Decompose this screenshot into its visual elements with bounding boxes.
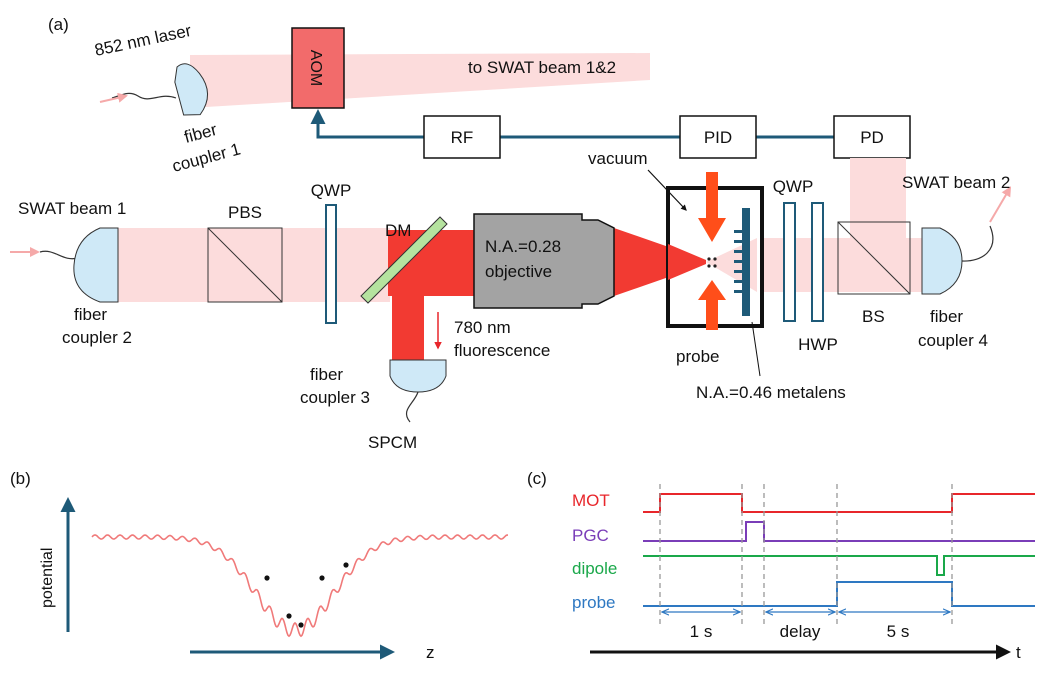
qwp-right — [783, 202, 796, 322]
signal-label-dipole: dipole — [572, 559, 617, 578]
signal-trace-dipole — [643, 555, 1035, 576]
objective-label-1: N.A.=0.28 — [485, 237, 561, 256]
dm-label: DM — [385, 221, 411, 240]
fiber-coupler-2-label-1: fiber — [74, 305, 107, 324]
bs-cube — [837, 221, 911, 295]
panel-a-label: (a) — [48, 15, 69, 34]
fiber-coupler-2 — [73, 227, 119, 303]
fiber-coupler-3-label-2: coupler 3 — [300, 388, 370, 407]
hwp-label: HWP — [798, 335, 838, 354]
potential-axis-label: potential — [39, 548, 56, 609]
pid-box — [679, 115, 757, 159]
control-line — [310, 109, 834, 139]
fluorescence-label-2: fluorescence — [454, 341, 550, 360]
objective-label-2: objective — [485, 262, 552, 281]
atom-dot-3 — [707, 264, 711, 268]
interval-label-delay: delay — [780, 622, 821, 641]
signal-label-mot: MOT — [572, 491, 610, 510]
trapped-atom — [343, 562, 349, 568]
fiber-coupler-1-label-1: fiber — [182, 120, 219, 147]
panel-a: (a) 852 nm laser fiber coupler 1 AOM to … — [10, 15, 1012, 452]
rf-box — [423, 115, 501, 159]
fluorescence-beam — [388, 230, 476, 362]
beam-main-left — [118, 228, 390, 302]
fiber-coupler-1 — [174, 63, 209, 116]
time-markers — [659, 484, 953, 628]
interval-label-1s: 1 s — [690, 622, 713, 641]
trapped-atom — [286, 613, 292, 619]
focused-beam-inside — [668, 244, 706, 280]
vacuum-pointer — [647, 169, 687, 211]
signal-trace-mot — [643, 493, 1035, 513]
spcm-label: SPCM — [368, 433, 417, 452]
bs-diagonal — [837, 221, 911, 295]
vacuum-label: vacuum — [588, 149, 648, 168]
aom-box — [291, 27, 345, 109]
signal-label-probe: probe — [572, 593, 615, 612]
pbs-label: PBS — [228, 203, 262, 222]
atom-dot-1 — [707, 257, 711, 261]
dichroic-mirror — [360, 216, 448, 304]
pd-label: PD — [860, 128, 884, 147]
qwp-right-label: QWP — [773, 177, 814, 196]
metalens-label: N.A.=0.46 metalens — [696, 383, 846, 402]
time-axis-label: t — [1016, 643, 1021, 662]
metalens-pointer — [751, 321, 761, 377]
fiber-coupler-4-label-2: coupler 4 — [918, 331, 988, 350]
rf-label: RF — [451, 128, 474, 147]
beam-main-right — [757, 238, 927, 292]
probe-label: probe — [676, 347, 719, 366]
trapped-atom — [298, 622, 304, 628]
panel-b: (b) potential z — [10, 469, 508, 662]
aom-label: AOM — [307, 50, 324, 86]
pbs-diagonal — [207, 227, 283, 303]
fiber-coupler-3-label-1: fiber — [310, 365, 343, 384]
probe-arrow-down — [698, 172, 726, 242]
trapped-atoms — [264, 562, 349, 628]
focused-beam — [614, 228, 706, 296]
trapped-atom — [264, 575, 270, 581]
hwp-right — [811, 202, 824, 322]
laser-label: 852 nm laser — [93, 21, 193, 60]
probe-arrow-up — [698, 280, 726, 330]
beam-to-pd — [850, 158, 906, 238]
fiber-coupler-4-label-1: fiber — [930, 307, 963, 326]
fiber-coupler-4-fiber — [961, 225, 994, 262]
metalens — [742, 208, 750, 316]
z-axis-label: z — [426, 643, 435, 662]
swat-beam-2-label: SWAT beam 2 — [902, 173, 1010, 192]
qwp-left — [325, 204, 337, 324]
trapped-atom — [319, 575, 325, 581]
objective-lens — [473, 213, 615, 309]
fiber-coupler-4 — [921, 227, 963, 295]
bs-label: BS — [862, 307, 885, 326]
to-swat-label: to SWAT beam 1&2 — [468, 58, 616, 77]
fiber-coupler-2-fiber — [39, 250, 79, 260]
qwp-left-label: QWP — [311, 181, 352, 200]
pid-label: PID — [704, 128, 732, 147]
fiber-coupler-1-label-2: coupler 1 — [170, 139, 242, 175]
panel-c: (c) MOT PGC dipole probe 1 s delay 5 s t — [527, 469, 1035, 662]
signal-trace-probe — [643, 581, 1035, 607]
fiber-coupler-3 — [389, 359, 447, 393]
signal-label-pgc: PGC — [572, 526, 609, 545]
fiber-coupler-3-fiber — [405, 391, 419, 423]
fiber-coupler-2-label-2: coupler 2 — [62, 328, 132, 347]
metalens-teeth — [734, 230, 742, 293]
fluorescence-label-1: 780 nm — [454, 318, 511, 337]
signal-trace-pgc — [643, 521, 1035, 542]
atom-dot-4 — [713, 264, 717, 268]
fiber-input-arrow-1 — [99, 92, 128, 103]
swat-beam-1-label: SWAT beam 1 — [18, 199, 126, 218]
atom-dot-2 — [713, 257, 717, 261]
interval-label-5s: 5 s — [887, 622, 910, 641]
panel-b-label: (b) — [10, 469, 31, 488]
fiber-output-arrow-4 — [989, 186, 1012, 223]
pbs-cube — [207, 227, 283, 303]
trap-potential-curve — [91, 534, 508, 638]
panel-c-label: (c) — [527, 469, 547, 488]
